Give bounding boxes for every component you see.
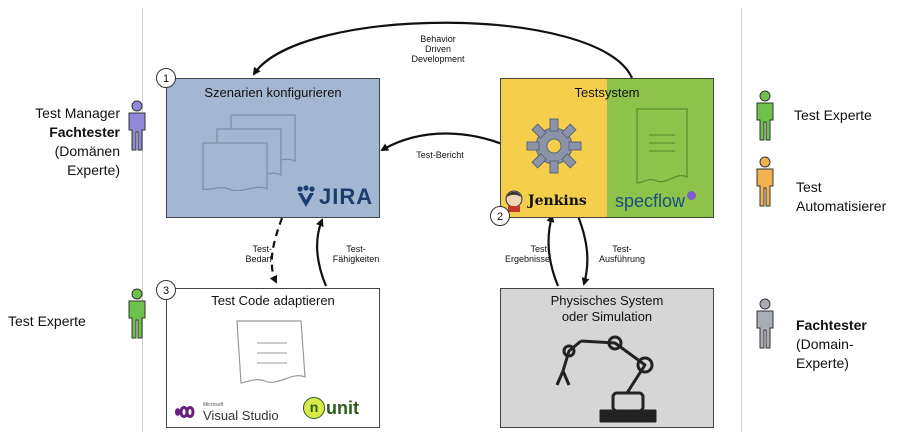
step-number-2: 2 — [490, 206, 510, 226]
visual-studio-name: Visual Studio — [203, 408, 279, 423]
szenarien-box: Szenarien konfigurieren JIRA — [166, 78, 380, 218]
role-fachtester-line1: Fachtester — [796, 317, 867, 333]
test-faehigkeiten-label-line: Fähigkeiten — [332, 254, 380, 264]
role-fachtester-line2: (Domain- — [796, 336, 854, 352]
testcode-title: Test Code adaptieren — [211, 293, 335, 308]
role-test-automatisierer: Test Automatisierer — [796, 178, 886, 216]
role-fachtester-line3: Experte) — [796, 355, 849, 371]
test-bedarf-arrow — [269, 217, 284, 284]
nunit-logo: n unit — [303, 397, 359, 419]
role-fachtester-right: Fachtester (Domain- Experte) — [796, 316, 867, 373]
physical-system-title-2: oder Simulation — [561, 309, 653, 324]
bdd-label-line: Development — [411, 54, 465, 64]
testcode-box: Test Code adaptieren Microsoft Visual St… — [166, 288, 380, 428]
document-stack-icon — [202, 114, 296, 191]
jenkins-logo: Jenkins — [503, 189, 587, 213]
person-icon-gray — [756, 298, 774, 349]
jenkins-icon — [505, 190, 523, 212]
test-ergebnisse-arrow — [546, 214, 560, 287]
testsystem-box: Testsystem Jenkins specflow — [500, 78, 714, 218]
jira-logo: JIRA — [295, 183, 373, 211]
szenarien-title: Szenarien konfigurieren — [204, 85, 342, 100]
bdd-label: Behavior Driven Development — [398, 34, 478, 64]
visual-studio-icon — [175, 406, 195, 418]
jira-logo-icon — [297, 185, 315, 207]
role-test-automatisierer-line1: Test — [796, 179, 822, 195]
role-test-experte-left: Test Experte — [8, 313, 86, 329]
document-icon — [636, 108, 688, 184]
test-bedarf-label: Test- Bedarf — [222, 244, 272, 264]
person-icon-green-right — [756, 90, 774, 141]
person-icon-orange — [756, 156, 774, 207]
test-bericht-label: Test-Bericht — [416, 150, 464, 160]
person-icon-green-left — [128, 288, 146, 339]
role-test-automatisierer-line2: Automatisierer — [796, 198, 887, 214]
right-divider — [741, 8, 742, 432]
test-ausfuehrung-label-line: Ausführung — [598, 254, 646, 264]
bdd-label-line: Behavior — [420, 34, 456, 44]
bdd-label-line: Driven — [424, 44, 451, 54]
test-bericht-arrow — [380, 132, 517, 152]
nunit-n-icon: n — [303, 397, 325, 419]
test-faehigkeiten-label-line: Test- — [346, 244, 366, 254]
physical-system-box: Physisches System oder Simulation — [500, 288, 714, 428]
specflow-logo-text: specflow — [615, 191, 686, 211]
test-faehigkeiten-label: Test- Fähigkeiten — [326, 244, 386, 264]
physical-system-title-1: Physisches System — [550, 293, 664, 308]
role-test-manager: Test Manager Fachtester (Domänen Experte… — [4, 104, 120, 180]
role-test-manager-line1: Test Manager — [35, 105, 120, 121]
bdd-arrow — [252, 21, 634, 79]
test-ausfuehrung-label-line: Test- — [612, 244, 632, 254]
jira-logo-text: JIRA — [319, 184, 374, 209]
code-document-icon — [236, 320, 306, 384]
test-ausfuehrung-label: Test- Ausführung — [590, 244, 654, 264]
specflow-logo: specflow — [615, 191, 697, 212]
testsystem-title: Testsystem — [574, 85, 640, 100]
role-test-manager-line3: (Domänen — [54, 143, 120, 159]
test-bedarf-label-line: Bedarf — [245, 254, 272, 264]
robot-arm-icon — [555, 335, 657, 423]
role-test-manager-line4: Experte) — [67, 162, 120, 178]
test-faehigkeiten-arrow — [315, 218, 328, 287]
step-number-3: 3 — [156, 280, 176, 300]
role-test-manager-line2: Fachtester — [49, 124, 120, 140]
visual-studio-text: Microsoft Visual Studio — [203, 401, 279, 423]
test-ergebnisse-label-line: Ergebnisse — [504, 254, 550, 264]
jenkins-logo-text: Jenkins — [528, 193, 587, 209]
role-test-experte-right: Test Experte — [794, 107, 872, 123]
step-number-1: 1 — [156, 68, 176, 88]
visual-studio-logo: Microsoft Visual Studio — [173, 401, 279, 423]
visual-studio-small: Microsoft — [203, 402, 224, 408]
test-ergebnisse-label: Test- Ergebnisse — [490, 244, 550, 264]
test-ausfuehrung-arrow — [576, 215, 590, 286]
gear-icon — [526, 118, 582, 174]
test-bedarf-label-line: Test- — [252, 244, 272, 254]
left-divider — [142, 8, 143, 432]
person-icon-purple — [128, 100, 146, 151]
test-ergebnisse-label-line: Test- — [530, 244, 550, 254]
nunit-logo-text: unit — [326, 397, 359, 418]
specflow-dot-icon — [687, 191, 697, 200]
